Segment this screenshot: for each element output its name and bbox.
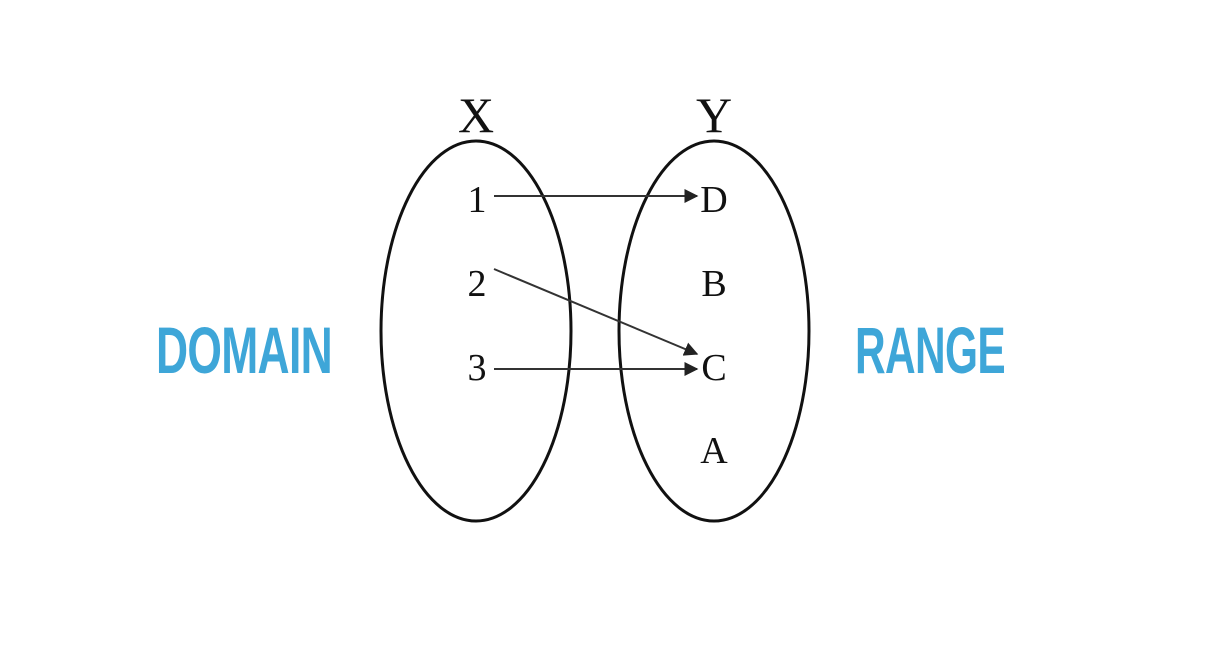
- set-x-title: X: [458, 87, 494, 143]
- set-y-title: Y: [696, 87, 732, 143]
- domain-element: 1: [468, 179, 487, 221]
- range-element: B: [701, 263, 726, 305]
- domain-element: 3: [468, 347, 487, 389]
- domain-element: 2: [468, 263, 487, 305]
- range-element: C: [701, 347, 726, 389]
- mapping-arrow: [493, 268, 699, 356]
- range-label: RANGE: [855, 313, 1005, 387]
- domain-label: DOMAIN: [156, 313, 332, 387]
- range-element: A: [700, 430, 728, 472]
- range-element: D: [700, 179, 727, 221]
- set-y-oval: [617, 139, 811, 523]
- set-x-oval: [379, 139, 573, 523]
